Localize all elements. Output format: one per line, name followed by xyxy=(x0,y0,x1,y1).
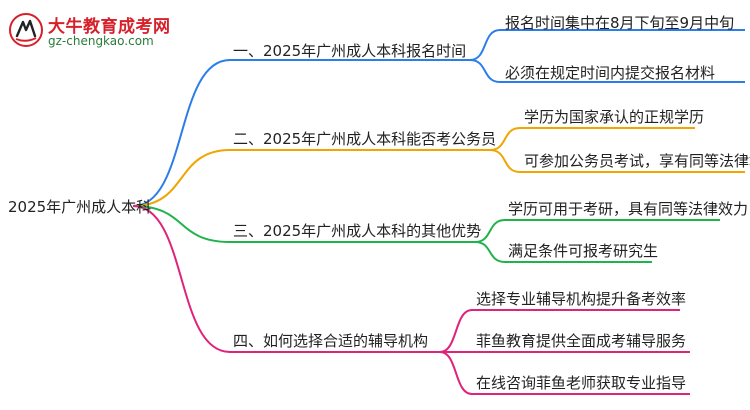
branch-2-child-1-connector xyxy=(489,127,695,151)
branch-2-child-2: 可参加公务员考试，享有同等法律地位 xyxy=(524,152,750,170)
branch-4-label: 四、如何选择合适的辅导机构 xyxy=(233,332,429,350)
branch-2-child-1: 学历为国家承认的正规学历 xyxy=(524,108,705,126)
mindmap-root: 2025年广州成人本科 xyxy=(8,198,152,216)
branch-3-child-1-connector xyxy=(474,219,720,243)
branch-1-label: 一、2025年广州成人本科报名时间 xyxy=(233,42,467,60)
branch-4-child-3-connector xyxy=(439,351,690,395)
logo-url: gz-chengkao.com xyxy=(48,34,154,48)
branch-2-child-2-connector xyxy=(489,149,745,173)
branch-4-child-2: 菲鱼教育提供全面成考辅导服务 xyxy=(476,332,687,350)
logo-title: 大牛教育成考网 xyxy=(48,17,171,37)
branch-3-label: 三、2025年广州成人本科的其他优势 xyxy=(233,222,482,240)
branch-1-child-1: 报名时间集中在8月下旬至9月中旬 xyxy=(505,14,735,32)
branch-3-child-2: 满足条件可报考研究生 xyxy=(508,242,659,260)
branch-3-child-2-connector xyxy=(474,241,652,263)
branch-2-label: 二、2025年广州成人本科能否考公务员 xyxy=(233,130,497,148)
branch-4-child-1-connector xyxy=(439,309,680,353)
branch-1-child-1-connector xyxy=(469,29,745,61)
branch-3-connector xyxy=(132,205,475,243)
branch-4-child-3: 在线咨询菲鱼老师获取专业指导 xyxy=(476,374,687,392)
branch-2-connector xyxy=(132,149,490,207)
logo-icon xyxy=(9,13,43,47)
branch-1-child-2-connector xyxy=(469,59,745,83)
branch-3-child-1: 学历可用于考研，具有同等法律效力 xyxy=(508,200,749,218)
branch-4-child-1: 选择专业辅导机构提升备考效率 xyxy=(476,290,687,308)
branch-4-connector xyxy=(132,205,440,353)
branch-1-connector xyxy=(132,59,470,207)
branch-1-child-2: 必须在规定时间内提交报名材料 xyxy=(505,64,716,82)
site-logo[interactable]: 大牛教育成考网 gz-chengkao.com xyxy=(8,10,178,54)
